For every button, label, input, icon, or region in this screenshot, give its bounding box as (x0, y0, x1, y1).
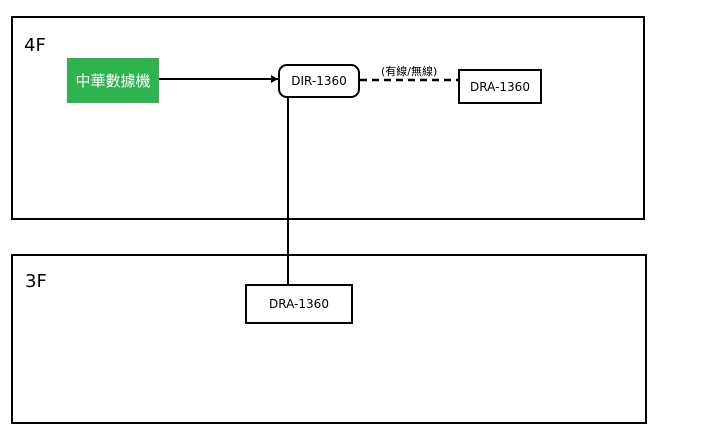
floor-3f-area (11, 254, 647, 424)
isp-modem-label: 中華數據機 (75, 72, 151, 90)
extender-3f-node: DRA-1360 (245, 284, 353, 324)
extender-4f-node: DRA-1360 (458, 69, 542, 104)
router-node: DIR-1360 (278, 64, 360, 98)
floor-3f-label: 3F (25, 271, 47, 292)
router-label: DIR-1360 (291, 74, 347, 88)
extender-4f-label: DRA-1360 (470, 79, 530, 94)
isp-modem-node: 中華數據機 (67, 58, 159, 103)
floor-4f-label: 4F (24, 35, 46, 56)
floor-4f-area (11, 16, 645, 220)
arrow-head-icon (271, 75, 278, 83)
link-type-label: (有線/無線) (381, 65, 438, 78)
extender-3f-label: DRA-1360 (269, 297, 329, 311)
